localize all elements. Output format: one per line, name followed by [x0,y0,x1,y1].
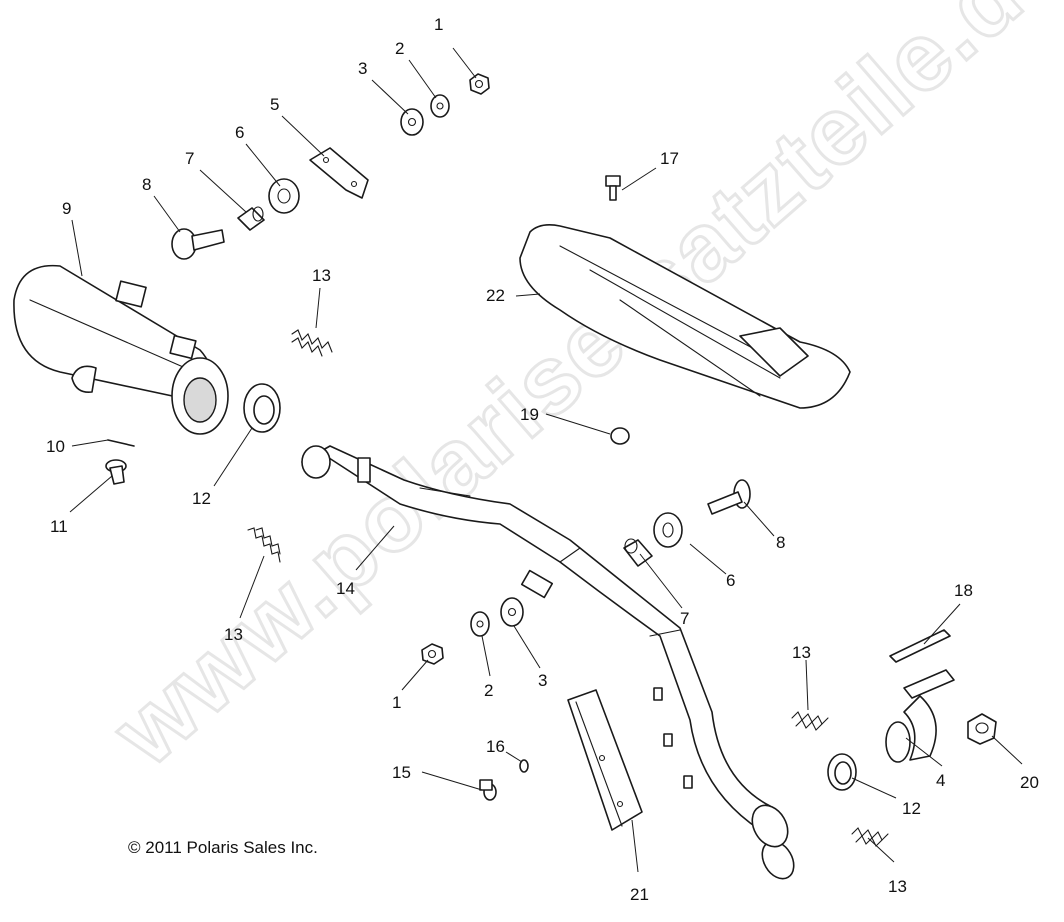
washer-part [430,94,450,118]
callout-label: 18 [954,581,973,600]
sleeve-part [623,538,653,567]
callout-label: 2 [484,681,493,700]
spring-part [247,527,281,563]
washer-large-part [400,108,424,136]
heat-shield-part [519,224,851,409]
bolt-part [605,175,621,201]
callout-label: 1 [392,693,401,712]
grommet-part [268,178,300,214]
callout-label: 16 [486,737,505,756]
callout-labels: 1 2 3 5 6 7 8 9 13 17 22 10 11 12 19 14 … [46,15,1039,904]
flange-nut-part [967,713,997,745]
sleeve-part [237,206,265,231]
callout-label: 8 [776,533,785,552]
leader-lines [69,47,1023,873]
bolt-part [171,228,225,260]
grommet-part [653,512,683,548]
spring-part [791,711,829,731]
callout-label: 13 [888,877,907,896]
callout-label: 13 [312,266,331,285]
callout-label: 12 [902,799,921,818]
callout-label: 21 [630,885,649,904]
callout-label: 12 [192,489,211,508]
gasket-plate-part [889,629,951,663]
callout-label: 6 [726,571,735,590]
callout-label: 6 [235,123,244,142]
callout-label: 20 [1020,773,1039,792]
callout-label: 5 [270,95,279,114]
rivet-part [105,459,127,485]
nut-part [610,427,630,445]
callout-label: 7 [680,609,689,628]
callout-label: 14 [336,579,355,598]
callout-label: 17 [660,149,679,168]
head-pipe-part [301,445,795,880]
callout-label: 9 [62,199,71,218]
washer-small-part [519,759,529,773]
callout-label: 13 [792,643,811,662]
callout-label: 2 [395,39,404,58]
bolt-part [707,479,751,515]
bracket-plate-part [309,147,369,199]
spring-part [851,827,889,847]
lower-heat-shield-part [567,689,643,831]
washer-large-part [500,597,524,627]
callout-label: 10 [46,437,65,456]
callout-label: 11 [50,517,68,536]
washer-part [470,611,490,637]
exhaust-flange-part [885,669,955,763]
screw-part [479,779,497,801]
nut-part [421,643,444,665]
pin-part [107,439,135,447]
gasket-part [827,753,857,791]
gasket-part [243,383,281,433]
callout-label: 13 [224,625,243,644]
callout-label: 1 [434,15,443,34]
nut-part [469,73,490,95]
callout-label: 22 [486,286,505,305]
muffler-part [13,264,229,435]
callout-label: 15 [392,763,411,782]
spring-part [291,329,333,357]
callout-label: 7 [185,149,194,168]
callout-label: 3 [538,671,547,690]
callout-label: 4 [936,771,945,790]
callout-label: 19 [520,405,539,424]
watermark: www.polarisersatzteile.de [93,0,1064,787]
callout-label: 3 [358,59,367,78]
copyright-text: © 2011 Polaris Sales Inc. [128,838,318,857]
callout-label: 8 [142,175,151,194]
